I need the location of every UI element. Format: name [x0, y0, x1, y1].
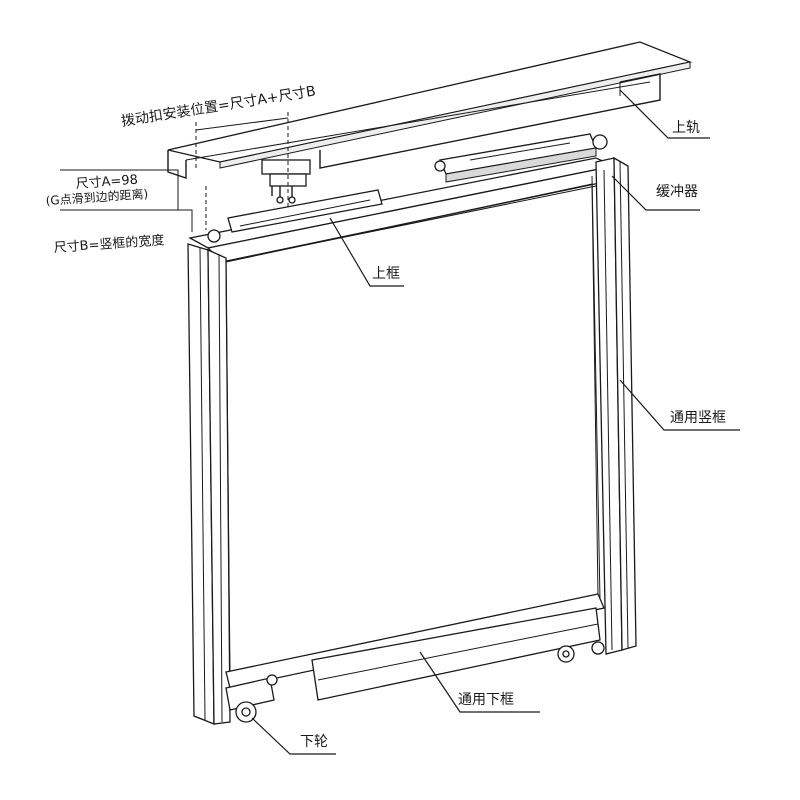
- clip-hardware: [261, 159, 311, 204]
- dimension-guides: [60, 112, 289, 232]
- door-panel: [225, 183, 599, 675]
- buffer-label: 缓冲器: [656, 184, 698, 200]
- bottom-wheel-label: 下轮: [300, 734, 328, 750]
- top-rail: [167, 41, 693, 179]
- top-frame: [188, 157, 617, 263]
- dim-a-label: 尺寸A=98: [75, 173, 138, 192]
- bottom-wheels: [225, 641, 605, 723]
- bottom-frame: [225, 593, 605, 701]
- buffer-assembly: [434, 133, 608, 183]
- vertical-frame-label: 通用竖框: [670, 410, 726, 426]
- left-vertical-frame: [187, 243, 231, 725]
- top-rail-label: 上轨: [672, 120, 700, 136]
- leader-lines: [251, 89, 740, 755]
- top-frame-label: 上框: [372, 266, 400, 282]
- bottom-frame-label: 通用下框: [458, 692, 514, 708]
- dim-a-note: (G点滑到边的距离): [45, 186, 148, 208]
- dim-b-label: 尺寸B=竖框的宽度: [53, 232, 165, 256]
- right-vertical-frame: [591, 156, 637, 655]
